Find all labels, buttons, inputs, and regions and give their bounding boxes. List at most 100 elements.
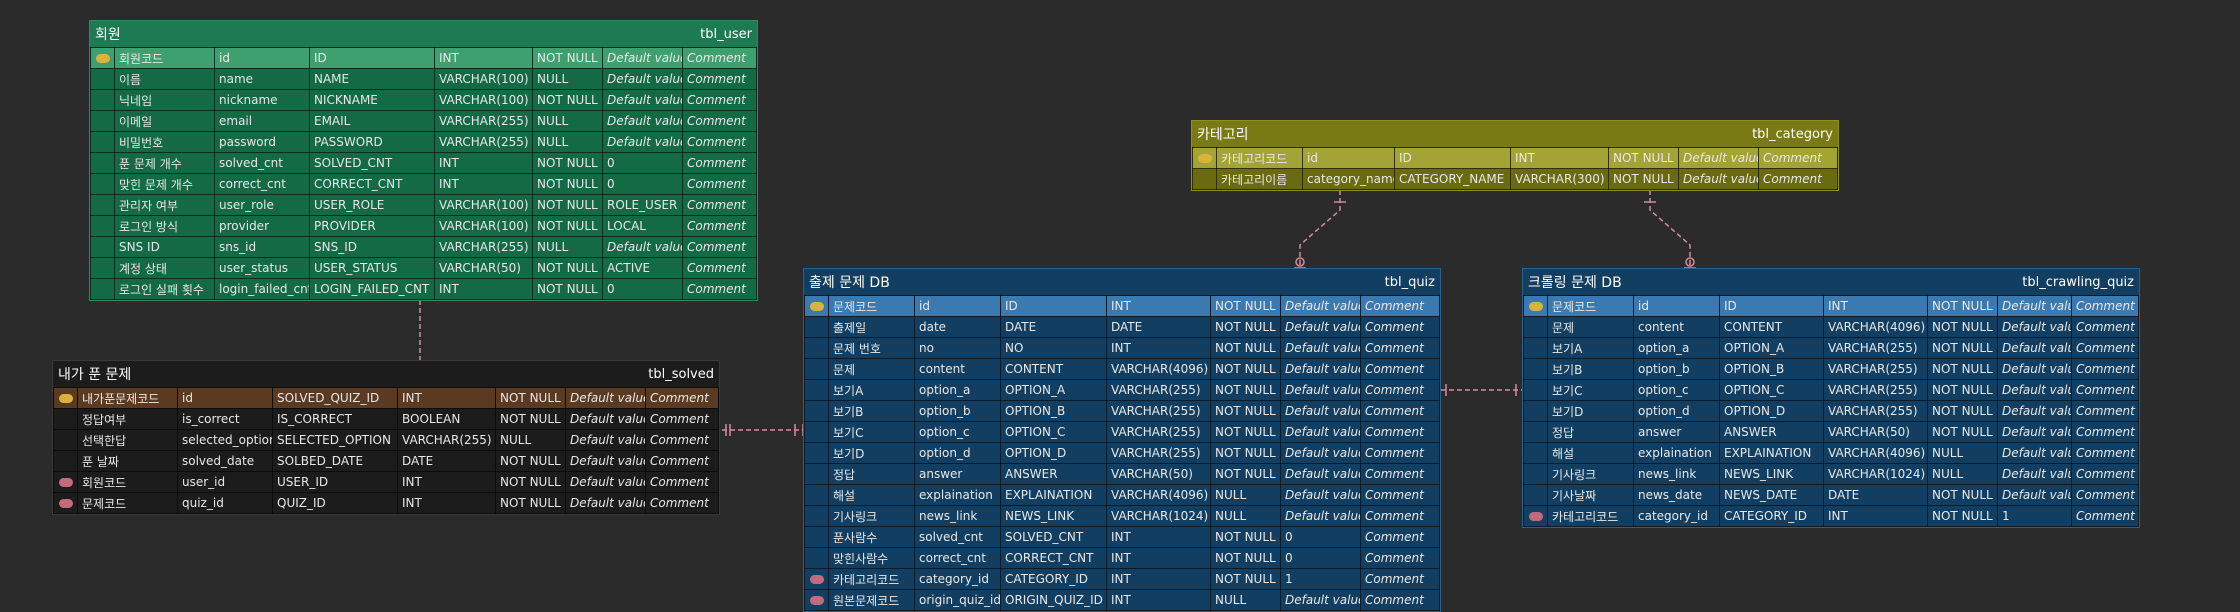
column-name: USER_ID [272, 471, 398, 493]
column-label: 카테고리코드 [828, 568, 915, 590]
column-nullability: NOT NULL [1210, 547, 1281, 569]
column-comment: Comment [645, 408, 719, 430]
column-name: OPTION_B [1719, 358, 1824, 380]
column-label: 기사날짜 [1547, 484, 1634, 506]
column-default: Default value [602, 47, 683, 69]
column-type: VARCHAR(255) [434, 110, 533, 132]
column-label: 출제일 [828, 316, 915, 338]
column-name: LOGIN_FAILED_CNT [309, 278, 435, 300]
column-nullability: NOT NULL [532, 215, 603, 237]
column-label: 보기B [1547, 358, 1634, 380]
column-name: NEWS_LINK [1719, 463, 1824, 485]
column-type: INT [1106, 547, 1211, 569]
key-cell [53, 387, 78, 409]
column-default: Default value [602, 68, 683, 90]
foreign-key-icon [58, 499, 73, 508]
column-field: password [214, 131, 310, 153]
column-comment: Comment [682, 110, 757, 132]
column-comment: Comment [1360, 589, 1440, 611]
column-type: VARCHAR(100) [434, 215, 533, 237]
column-field: user_role [214, 194, 310, 216]
column-nullability: NOT NULL [1927, 337, 1998, 359]
column-name: CATEGORY_NAME [1394, 168, 1511, 190]
key-cell [1523, 442, 1548, 464]
column-nullability: NOT NULL [1210, 400, 1281, 422]
column-type: INT [1106, 526, 1211, 548]
column-type: BOOLEAN [397, 408, 496, 430]
column-field: nickname [214, 89, 310, 111]
column-type: VARCHAR(255) [1106, 421, 1211, 443]
column-nullability: NULL [1927, 463, 1998, 485]
column-label: 해설 [828, 484, 915, 506]
column-comment: Comment [2071, 400, 2139, 422]
column-comment: Comment [2071, 442, 2139, 464]
column-default: 1 [1280, 568, 1361, 590]
column-comment: Comment [682, 278, 757, 300]
column-label: 보기D [828, 442, 915, 464]
column-comment: Comment [682, 194, 757, 216]
column-comment: Comment [1360, 421, 1440, 443]
column-type: VARCHAR(255) [1823, 400, 1928, 422]
column-type: VARCHAR(4096) [1106, 484, 1211, 506]
column-label: 회원코드 [77, 471, 178, 493]
column-field: option_b [1633, 358, 1720, 380]
column-label: 보기A [828, 379, 915, 401]
key-cell [53, 450, 78, 472]
column-nullability: NOT NULL [1608, 147, 1679, 169]
column-name: ID [1394, 147, 1511, 169]
key-cell [53, 429, 78, 451]
column-default: Default value [1280, 316, 1361, 338]
